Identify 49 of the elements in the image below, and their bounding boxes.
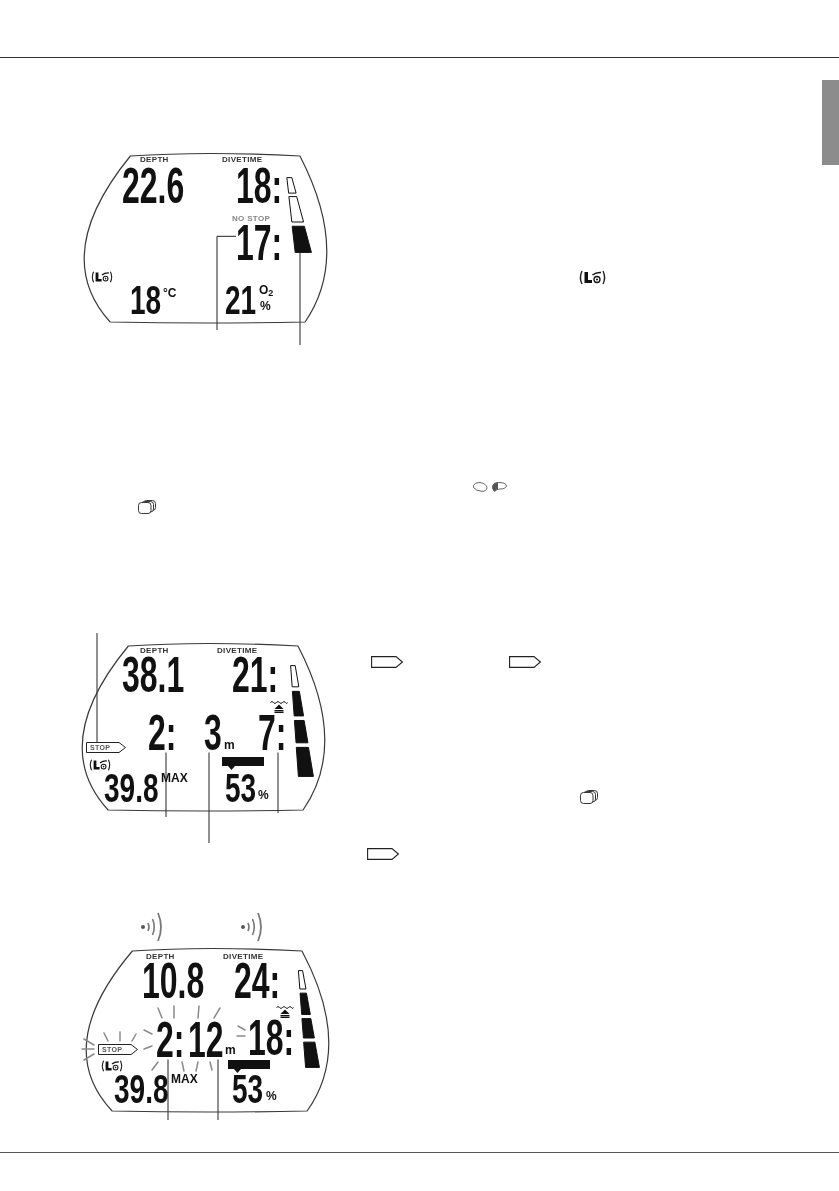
lcd-digits: 22.6 bbox=[122, 168, 185, 206]
lcd-label: NO STOP bbox=[232, 215, 271, 223]
lcd-digits: 7: bbox=[258, 715, 287, 753]
lcd-unit: m bbox=[224, 739, 235, 751]
bar-graph bbox=[284, 177, 312, 253]
leader-line bbox=[167, 1059, 169, 1121]
lcd-label: DEPTH bbox=[140, 156, 169, 164]
lcd-digits: 53 bbox=[232, 1074, 264, 1104]
lcd-label: DIVETIME bbox=[222, 156, 263, 164]
lcd-digits: 17: bbox=[236, 225, 283, 263]
lcd-digits: 21 bbox=[225, 285, 257, 315]
lcd-unit: MAX bbox=[171, 1073, 198, 1085]
lcd-unit: % bbox=[266, 1090, 277, 1102]
leader-line bbox=[217, 1059, 219, 1121]
bar-graph bbox=[288, 665, 314, 777]
lcd-label: DEPTH bbox=[140, 647, 169, 655]
lcd-label: DIVETIME bbox=[217, 647, 258, 655]
section-tab bbox=[822, 80, 839, 165]
bar-graph bbox=[296, 970, 320, 1068]
lcd-unit: % bbox=[258, 789, 269, 801]
lcd-digits: 39.8 bbox=[104, 773, 159, 803]
leader-line bbox=[299, 252, 301, 346]
lcd-digits: 18: bbox=[248, 1020, 295, 1058]
lcd-unit: % bbox=[260, 300, 271, 312]
lcd-digits: 39.8 bbox=[114, 1074, 169, 1104]
lcd-unit: MAX bbox=[161, 772, 188, 784]
lcd-digits: 21: bbox=[232, 657, 279, 695]
lcd-digits: 24: bbox=[234, 963, 281, 1001]
lcd-digits: 38.1 bbox=[122, 657, 185, 695]
lcd-digits: 18 bbox=[130, 285, 162, 315]
leader-line bbox=[216, 235, 237, 331]
lcd-unit: m bbox=[225, 1044, 236, 1056]
lcd-display bbox=[84, 153, 328, 323]
lcd-digits: 10.8 bbox=[142, 963, 205, 1001]
lcd-digits: 2: bbox=[148, 715, 177, 753]
lcd-digits: 53 bbox=[225, 773, 257, 803]
leader-line bbox=[208, 752, 210, 844]
lcd-label: DEPTH bbox=[146, 953, 175, 961]
lcd-digits: 12 bbox=[188, 1022, 224, 1060]
leader-line bbox=[96, 632, 98, 743]
lcd-unit: °C bbox=[163, 287, 177, 299]
lcd-digits: 3 bbox=[204, 715, 222, 753]
lcd-display bbox=[82, 643, 326, 811]
leader-line bbox=[165, 752, 167, 818]
leader-line bbox=[277, 752, 279, 814]
lcd-digits: 18: bbox=[236, 168, 283, 206]
lcd-digits: 2: bbox=[156, 1022, 185, 1060]
lcd-unit: O$_{2}$ bbox=[259, 284, 274, 296]
lcd-label: DIVETIME bbox=[223, 953, 264, 961]
